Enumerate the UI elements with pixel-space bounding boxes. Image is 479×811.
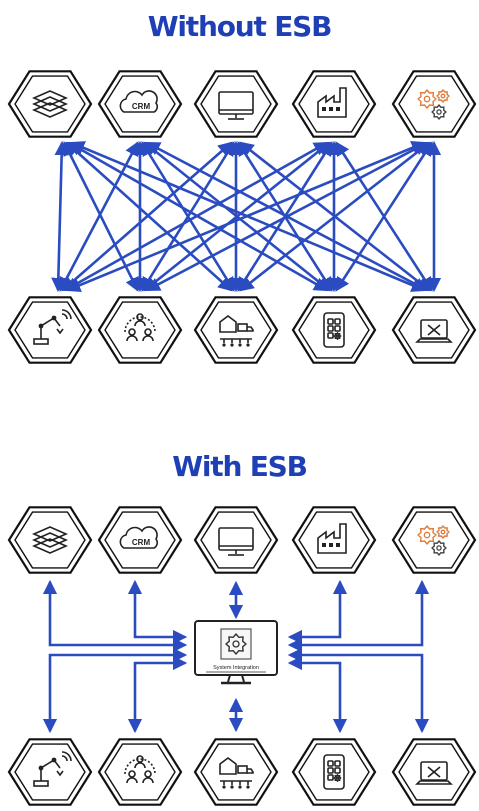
without-bottom-mobile-app-node	[291, 296, 377, 364]
mobile-app-icon	[323, 754, 345, 790]
with-bottom-mobile-app-node	[291, 738, 377, 806]
with-top-monitor-node	[193, 506, 279, 574]
team-icon	[124, 755, 156, 784]
esb-arrow-data-layers	[42, 579, 188, 653]
gears-icon	[417, 89, 450, 120]
mesh-arrow-data-layers-to-robot-arm	[51, 140, 69, 293]
laptop-tools-icon	[415, 319, 453, 343]
without-top-factory-node	[291, 70, 377, 138]
crm-cloud-icon: CRM	[119, 90, 159, 113]
arrows-layer	[42, 140, 442, 734]
with-top-gears-node	[391, 506, 477, 574]
esb-arrow-laptop-tools	[287, 647, 430, 734]
mesh-arrow-gears-to-mobile-app	[335, 141, 433, 292]
with-top-crm-node: CRM	[97, 506, 183, 574]
without-bottom-robot-arm-node	[7, 296, 93, 364]
crm-label: CRM	[132, 538, 151, 547]
with-bottom-robot-arm-node	[7, 738, 93, 806]
layers-icon	[32, 526, 68, 554]
with-bottom-team-node	[97, 738, 183, 806]
layers-icon	[32, 90, 68, 118]
without-top-gears-node	[391, 70, 477, 138]
with-bottom-warehouse-node	[193, 738, 279, 806]
esb-hub-node: System Integration	[194, 620, 278, 685]
warehouse-truck-icon	[219, 757, 254, 789]
without-top-data-layers-node	[7, 70, 93, 138]
system-integration-label: System Integration	[213, 665, 259, 671]
robot-arm-icon	[33, 751, 72, 787]
factory-icon	[317, 87, 347, 118]
monitor-icon	[218, 527, 254, 556]
without-esb-title: Without ESB	[147, 10, 333, 43]
without-bottom-team-node	[97, 296, 183, 364]
gears-icon	[417, 525, 450, 556]
with-top-data-layers-node	[7, 506, 93, 574]
crm-label: CRM	[132, 102, 151, 111]
without-bottom-warehouse-node	[193, 296, 279, 364]
warehouse-truck-icon	[219, 315, 254, 347]
monitor-icon	[218, 91, 254, 120]
without-top-crm-node: CRM	[97, 70, 183, 138]
robot-arm-icon	[33, 309, 72, 345]
esb-arrow-robot-arm	[42, 647, 188, 734]
esb-arrow-gears	[287, 579, 430, 653]
with-bottom-laptop-tools-node	[391, 738, 477, 806]
without-top-monitor-node	[193, 70, 279, 138]
team-icon	[124, 313, 156, 342]
esb-arrow-factory	[287, 579, 348, 645]
esb-arrow-crm	[127, 579, 188, 645]
monitor-gear-icon: System Integration	[194, 620, 278, 685]
factory-icon	[317, 523, 347, 554]
systems-layer: CRM CRM System Integration	[7, 70, 477, 806]
esb-arrow-team	[127, 655, 188, 734]
esb-arrow-mobile-app	[287, 655, 348, 734]
mobile-app-icon	[323, 312, 345, 348]
with-top-factory-node	[291, 506, 377, 574]
with-esb-title: With ESB	[172, 450, 308, 483]
crm-cloud-icon: CRM	[119, 526, 159, 549]
without-bottom-laptop-tools-node	[391, 296, 477, 364]
laptop-tools-icon	[415, 761, 453, 785]
